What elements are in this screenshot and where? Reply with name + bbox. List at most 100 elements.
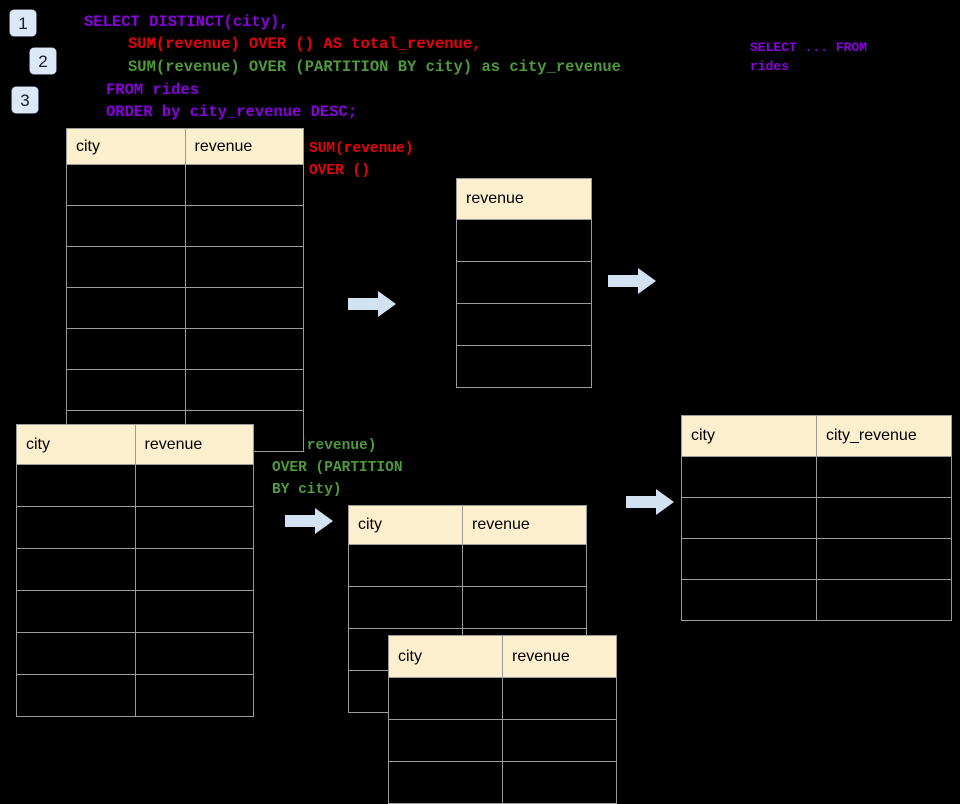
- table-cell-revenue: [184, 246, 304, 288]
- sql-line-4: FROM rides: [106, 81, 200, 99]
- table-row: [16, 632, 254, 675]
- table-cell-city_revenue: [816, 497, 952, 539]
- table-row: [388, 677, 617, 720]
- column-header-revenue: revenue: [502, 635, 617, 678]
- table-cell-revenue: [134, 674, 254, 717]
- table-cell-city: [66, 369, 186, 411]
- table-row: [456, 219, 592, 262]
- table-cell-revenue: [134, 506, 254, 549]
- arrow-right-icon: [285, 508, 333, 534]
- sql-line-1: SELECT DISTINCT(city),: [84, 13, 289, 31]
- table-row: [388, 719, 617, 762]
- table-cell-city: [388, 677, 503, 720]
- table-cell-city: [16, 590, 136, 633]
- annot-sum-over-empty: SUM(revenue) OVER (): [309, 141, 414, 179]
- table-cell-revenue: [462, 586, 587, 629]
- table-cell-city: [348, 544, 463, 587]
- table-row: [16, 674, 254, 717]
- table-cell-revenue: [184, 328, 304, 370]
- table-cell-city: [388, 719, 503, 762]
- table-row: [66, 369, 304, 411]
- arrow-right-icon: [608, 268, 656, 294]
- table-row: [681, 579, 952, 621]
- table-cell-city_revenue: [816, 538, 952, 580]
- table-row: [66, 164, 304, 206]
- table-row: [16, 590, 254, 633]
- table-cell-city: [66, 246, 186, 288]
- table-total-revenue: revenue: [456, 178, 592, 388]
- step-badge-1: 1: [10, 10, 36, 36]
- table-cell-revenue: [184, 369, 304, 411]
- table-row: [66, 328, 304, 370]
- arrow-right-icon: [626, 489, 674, 515]
- table-cell-city: [66, 164, 186, 206]
- table-cell-city: [681, 456, 817, 498]
- table-cell-city: [681, 538, 817, 580]
- column-header-city: city: [388, 635, 503, 678]
- table-cell-city: [66, 205, 186, 247]
- table-row: [681, 497, 952, 539]
- table-cell-revenue: [502, 719, 617, 762]
- arrow-partition-to-result: [626, 489, 674, 515]
- table-row: [16, 464, 254, 507]
- table-cell-city: [681, 579, 817, 621]
- table-cell-revenue: [502, 677, 617, 720]
- column-header-revenue: revenue: [134, 424, 254, 465]
- step-badge-3: 3: [12, 87, 38, 113]
- table-row: [16, 506, 254, 549]
- table-row: [681, 456, 952, 498]
- table-cell-revenue: [462, 544, 587, 587]
- table-row: [348, 544, 587, 587]
- table-cell-city: [66, 328, 186, 370]
- annot-select-from-rides: SELECT ... FROM rides: [750, 40, 868, 74]
- table-row: [388, 761, 617, 804]
- column-header-revenue: revenue: [456, 178, 592, 220]
- arrow-rides-to-partition: [285, 508, 333, 534]
- table-cell-city: [16, 548, 136, 591]
- table-cell-revenue: [456, 303, 592, 346]
- table-cell-revenue: [184, 164, 304, 206]
- table-cell-revenue: [134, 590, 254, 633]
- table-cell-revenue: [134, 548, 254, 591]
- column-header-city_revenue: city_revenue: [816, 415, 952, 457]
- column-header-city: city: [66, 128, 186, 165]
- column-header-city: city: [348, 505, 463, 545]
- table-row: [456, 261, 592, 304]
- arrow-right-icon: [348, 291, 396, 317]
- column-header-city: city: [16, 424, 136, 465]
- table-cell-revenue: [456, 345, 592, 388]
- table-header-row: revenue: [456, 178, 592, 220]
- table-row: [16, 548, 254, 591]
- table-cell-revenue: [456, 219, 592, 262]
- table-cell-city: [388, 761, 503, 804]
- sql-line-5: ORDER by city_revenue DESC;: [106, 103, 358, 121]
- arrow-total-revenue-to-result: [608, 268, 656, 294]
- table-cell-city: [348, 586, 463, 629]
- table-cell-city: [66, 287, 186, 329]
- table-cell-revenue: [502, 761, 617, 804]
- table-row: [348, 586, 587, 629]
- table-cell-city_revenue: [816, 579, 952, 621]
- table-cell-revenue: [134, 632, 254, 675]
- arrow-rides-to-total-revenue: [348, 291, 396, 317]
- table-cell-revenue: [134, 464, 254, 507]
- table-row: [456, 345, 592, 388]
- table-cell-revenue: [184, 205, 304, 247]
- column-header-revenue: revenue: [462, 505, 587, 545]
- sql-line-3: SUM(revenue) OVER (PARTITION BY city) as…: [128, 58, 621, 76]
- step-badge-2: 2: [30, 48, 56, 74]
- table-row: [681, 538, 952, 580]
- table-cell-city: [16, 464, 136, 507]
- table-cell-revenue: [184, 287, 304, 329]
- column-header-revenue: revenue: [184, 128, 304, 165]
- column-header-city: city: [681, 415, 817, 457]
- table-cell-city: [16, 674, 136, 717]
- sql-line-2: SUM(revenue) OVER () AS total_revenue,: [128, 35, 482, 53]
- table-row: [66, 205, 304, 247]
